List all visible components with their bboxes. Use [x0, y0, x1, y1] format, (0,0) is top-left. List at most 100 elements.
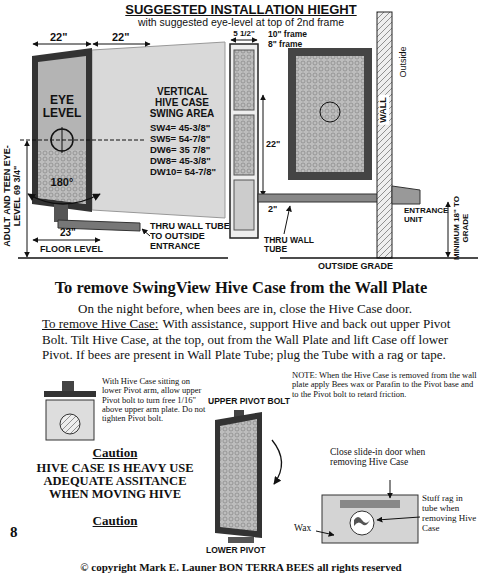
dimension-lines [27, 141, 28, 257]
hive-case-side [234, 115, 254, 175]
hive-frame-window [288, 48, 372, 180]
hive-case-front [32, 48, 92, 212]
label: OUTSIDE GRADE [318, 262, 393, 272]
wall [377, 12, 392, 258]
swing-area [92, 42, 225, 218]
hive-frame-window [296, 56, 364, 172]
label: 22" [50, 31, 67, 43]
hive-frame-window [288, 48, 372, 180]
label: Caution [55, 446, 175, 460]
label: LOWER PIVOT [206, 546, 266, 555]
dimension-lines [263, 95, 264, 196]
label: 8" frame [268, 40, 302, 49]
label: Wax [294, 523, 311, 533]
label: 5 1/2" [233, 30, 255, 39]
thru-wall-tube-right [284, 206, 290, 234]
wall-plate-bracket [340, 500, 400, 508]
hive-case-removal [228, 537, 254, 543]
dimension-lines [93, 44, 150, 45]
label: Outside [399, 46, 409, 77]
hive-case-removal [220, 419, 257, 531]
label: 2" [268, 205, 277, 215]
label: 22" [266, 140, 280, 150]
wall [377, 12, 392, 258]
pivot-detail [46, 400, 94, 440]
label: DW6= 35 7/8" [150, 145, 210, 155]
label: with suggested eye-level at top of 2nd f… [76, 17, 406, 29]
thru-wall-tube-right [258, 194, 395, 202]
label: Close slide-in door when removing Hive C… [330, 447, 458, 468]
label: UPPER PIVOT BOLT [208, 397, 290, 406]
hive-frame-window [320, 102, 340, 122]
label: With Hive Case sitting on lower Pivot ar… [102, 377, 210, 424]
hive-case-side [234, 50, 254, 110]
hive-case-front [54, 204, 68, 222]
pivot-detail [44, 391, 96, 397]
hive-case-removal [272, 440, 282, 484]
wall-plate-bracket [316, 480, 420, 543]
label: To remove SwingView Hive Case from the W… [4, 279, 478, 297]
label: Caution [55, 514, 175, 528]
thru-wall-tube-right [258, 194, 395, 234]
dimension-lines [231, 40, 257, 41]
label: FLOOR LEVEL [40, 245, 103, 255]
label: 23" [60, 227, 76, 238]
wall-plate-bracket [377, 517, 420, 520]
label: 180° [51, 176, 74, 188]
dimension-lines [33, 240, 100, 241]
label: NOTE: When the Hive Case is removed from… [292, 371, 478, 399]
label: THRU WALL TUBE [264, 236, 320, 255]
wall-plate-bracket [350, 511, 374, 535]
swing-area [92, 42, 225, 218]
hive-case-removal [215, 412, 262, 538]
page-title: SUGGESTED INSTALLATION HIEGHT [41, 3, 441, 17]
label: SW5= 54-7/8" [150, 134, 210, 144]
hive-case-front [38, 56, 86, 204]
eye-level-crosshair [20, 140, 145, 141]
label: 22" [112, 31, 129, 43]
hive-case-side [230, 44, 258, 238]
label: WALL [379, 95, 389, 125]
thru-wall-tube-left [142, 229, 150, 236]
label: ENTRANCE UNIT [404, 207, 456, 225]
label: © copyright Mark E. Launer BON TERRA BEE… [6, 561, 476, 573]
grade-line [280, 257, 478, 259]
wall-plate-bracket [390, 480, 391, 498]
floor-line [18, 258, 228, 259]
label: DW8= 45-3/8" [150, 156, 211, 166]
label: DW10= 54-7/8" [150, 167, 216, 177]
label: EYE LEVEL [38, 94, 86, 120]
wall-plate-bracket [316, 531, 334, 535]
label: ADULT AND TEEN EYE-LEVEL 69 3/4" [3, 134, 23, 259]
label: Stuff rag in tube when removing Hive Cas… [422, 494, 478, 534]
eye-level-crosshair [20, 127, 145, 153]
label: THRU WALL TUBE TO OUTSIDE ENTRANCE [150, 222, 230, 252]
hive-case-side [234, 180, 254, 230]
label: MINIMUM 18" TO GRADE [453, 192, 471, 264]
dimension-lines [33, 44, 91, 45]
hive-case-side [230, 44, 258, 238]
instruction-paragraph: On the night before, when bees are in, c… [42, 301, 467, 362]
pivot-detail [60, 414, 80, 434]
swing-arc [28, 194, 100, 204]
entrance-unit [392, 186, 420, 204]
hive-case-removal [215, 410, 282, 543]
label: 8 [10, 524, 18, 541]
entrance-unit [392, 186, 420, 204]
hive-case-front [32, 48, 92, 222]
pivot-detail [62, 381, 74, 391]
eye-level-crosshair [62, 127, 63, 153]
wall-plate-bracket [354, 517, 370, 526]
label: SW4= 45-3/8" [150, 123, 210, 133]
wall-plate-bracket [322, 495, 418, 543]
instruction-text: To remove Hive Case: [42, 316, 158, 331]
swing-arc [28, 194, 100, 204]
floor-line [18, 257, 228, 259]
label: VERTICAL HIVE CASE SWING AREA [146, 86, 218, 119]
hive-case-front [38, 150, 86, 204]
pivot-detail [44, 381, 96, 440]
grade-line [280, 258, 478, 259]
label: 10" frame [268, 30, 307, 39]
instruction-text: On the night before, when bees are in, c… [42, 301, 467, 316]
label: HIVE CASE IS HEAVY USE ADEQUATE ASSITANC… [35, 462, 195, 501]
